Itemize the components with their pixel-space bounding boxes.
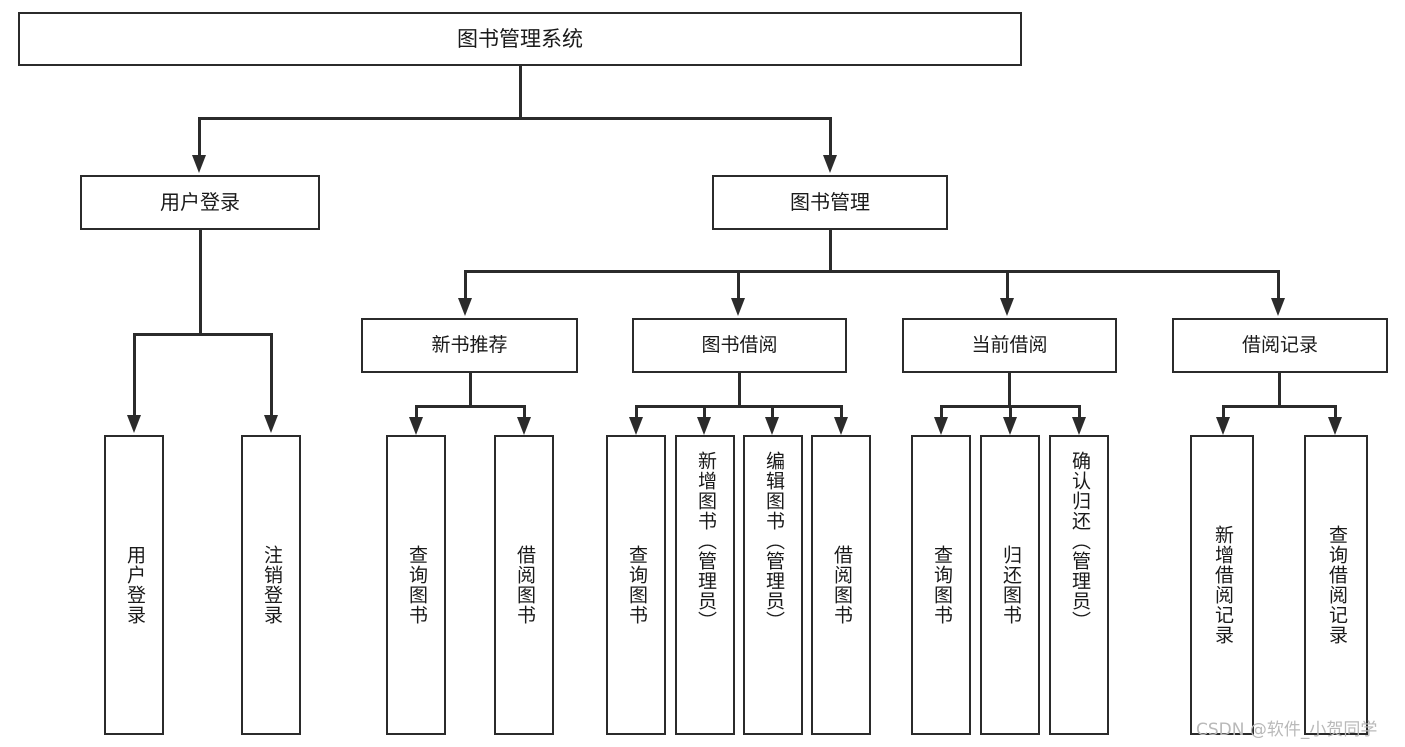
leaf-label: 用户登录 bbox=[123, 545, 146, 625]
node-label: 图书管理 bbox=[790, 190, 870, 214]
leaf-label: 查询借阅记录 bbox=[1325, 525, 1348, 645]
leaf-label: 新增借阅记录 bbox=[1211, 525, 1234, 645]
connector-borrow-record-bus bbox=[1222, 405, 1336, 408]
connector-to-book-borrow bbox=[737, 270, 740, 300]
leaf-label: 注销登录 bbox=[260, 545, 283, 625]
connector-user-login-leaf-1 bbox=[133, 333, 136, 417]
node-user-login[interactable]: 用户登录 bbox=[80, 175, 320, 230]
leaf-bb-borrow-book[interactable]: 借阅图书 bbox=[811, 435, 871, 735]
connector-book-management-stem bbox=[829, 230, 832, 272]
connector-new-book-recommend-bus bbox=[415, 405, 525, 408]
leaf-nbr-borrow-book[interactable]: 借阅图书 bbox=[494, 435, 554, 735]
connector-current-borrow-stem bbox=[1008, 373, 1011, 407]
arrowhead-bb-leaf-1 bbox=[629, 417, 643, 435]
arrowhead-nbr-leaf-1 bbox=[409, 417, 423, 435]
arrowhead-to-borrow-record bbox=[1271, 298, 1285, 316]
leaf-label: 借阅图书 bbox=[830, 545, 853, 625]
node-label: 用户登录 bbox=[160, 190, 240, 214]
connector-nbr-leaf-1 bbox=[415, 405, 418, 419]
arrowhead-to-user-login bbox=[192, 155, 206, 173]
connector-to-borrow-record bbox=[1277, 270, 1280, 300]
leaf-label: 归还图书 bbox=[999, 545, 1022, 625]
leaf-label: 查询图书 bbox=[930, 545, 953, 625]
leaf-cb-query-book[interactable]: 查询图书 bbox=[911, 435, 971, 735]
leaf-user-login[interactable]: 用户登录 bbox=[104, 435, 164, 735]
csdn-watermark: CSDN @软件_小贺同学 bbox=[1196, 720, 1378, 740]
leaf-label: 借阅图书 bbox=[513, 545, 536, 625]
leaf-label: 查询图书 bbox=[625, 545, 648, 625]
leaf-br-query-record[interactable]: 查询借阅记录 bbox=[1304, 435, 1368, 735]
leaf-logout[interactable]: 注销登录 bbox=[241, 435, 301, 735]
connector-user-login-leaf-2 bbox=[270, 333, 273, 417]
leaf-bb-query-book[interactable]: 查询图书 bbox=[606, 435, 666, 735]
connector-cb-leaf-1 bbox=[940, 405, 943, 419]
connector-new-book-recommend-stem bbox=[469, 373, 472, 407]
arrowhead-to-new-book-recommend bbox=[458, 298, 472, 316]
connector-br-leaf-1 bbox=[1222, 405, 1225, 419]
node-root-book-management-system[interactable]: 图书管理系统 bbox=[18, 12, 1022, 66]
arrowhead-to-current-borrow bbox=[1000, 298, 1014, 316]
node-label: 图书借阅 bbox=[701, 333, 778, 356]
arrowhead-br-leaf-2 bbox=[1328, 417, 1342, 435]
connector-bb-leaf-3 bbox=[771, 405, 774, 419]
connector-user-login-stem bbox=[199, 230, 202, 334]
leaf-label: 确认归还（管理员） bbox=[1068, 451, 1091, 631]
connector-to-current-borrow bbox=[1006, 270, 1009, 300]
leaf-label: 新增图书（管理员） bbox=[694, 451, 717, 631]
arrowhead-to-book-borrow bbox=[731, 298, 745, 316]
connector-book-borrow-stem bbox=[738, 373, 741, 407]
leaf-cb-return-book[interactable]: 归还图书 bbox=[980, 435, 1040, 735]
node-book-borrow[interactable]: 图书借阅 bbox=[632, 318, 847, 373]
node-new-book-recommend[interactable]: 新书推荐 bbox=[361, 318, 578, 373]
arrowhead-cb-leaf-3 bbox=[1072, 417, 1086, 435]
arrowhead-user-login-leaf-2 bbox=[264, 415, 278, 433]
node-current-borrow[interactable]: 当前借阅 bbox=[902, 318, 1117, 373]
arrowhead-user-login-leaf-1 bbox=[127, 415, 141, 433]
connector-root-stem bbox=[519, 66, 522, 118]
leaf-label: 查询图书 bbox=[405, 545, 428, 625]
connector-cb-leaf-3 bbox=[1078, 405, 1081, 419]
leaf-label: 编辑图书（管理员） bbox=[762, 451, 785, 631]
node-borrow-record[interactable]: 借阅记录 bbox=[1172, 318, 1388, 373]
arrowhead-br-leaf-1 bbox=[1216, 417, 1230, 435]
node-book-management[interactable]: 图书管理 bbox=[712, 175, 948, 230]
arrowhead-bb-leaf-3 bbox=[765, 417, 779, 435]
arrowhead-to-book-management bbox=[823, 155, 837, 173]
connector-book-borrow-bus bbox=[635, 405, 842, 408]
leaf-bb-edit-book-admin[interactable]: 编辑图书（管理员） bbox=[743, 435, 803, 735]
leaf-cb-confirm-return-admin[interactable]: 确认归还（管理员） bbox=[1049, 435, 1109, 735]
arrowhead-cb-leaf-2 bbox=[1003, 417, 1017, 435]
connector-user-login-bus bbox=[133, 333, 272, 336]
connector-root-bus bbox=[198, 117, 831, 120]
connector-bb-leaf-4 bbox=[840, 405, 843, 419]
connector-borrow-record-stem bbox=[1278, 373, 1281, 407]
leaf-br-add-record[interactable]: 新增借阅记录 bbox=[1190, 435, 1254, 735]
node-label: 图书管理系统 bbox=[457, 26, 583, 51]
connector-root-to-book-management bbox=[829, 117, 832, 157]
node-label: 借阅记录 bbox=[1241, 333, 1318, 356]
connector-nbr-leaf-2 bbox=[523, 405, 526, 419]
leaf-nbr-query-book[interactable]: 查询图书 bbox=[386, 435, 446, 735]
connector-cb-leaf-2 bbox=[1009, 405, 1012, 419]
arrowhead-nbr-leaf-2 bbox=[517, 417, 531, 435]
connector-br-leaf-2 bbox=[1334, 405, 1337, 419]
connector-bb-leaf-2 bbox=[703, 405, 706, 419]
connector-book-management-bus bbox=[464, 270, 1280, 273]
arrowhead-bb-leaf-2 bbox=[697, 417, 711, 435]
connector-to-new-book-recommend bbox=[464, 270, 467, 300]
node-label: 新书推荐 bbox=[431, 333, 508, 356]
connector-bb-leaf-1 bbox=[635, 405, 638, 419]
node-label: 当前借阅 bbox=[971, 333, 1048, 356]
connector-root-to-user-login bbox=[198, 117, 201, 157]
arrowhead-cb-leaf-1 bbox=[934, 417, 948, 435]
leaf-bb-add-book-admin[interactable]: 新增图书（管理员） bbox=[675, 435, 735, 735]
arrowhead-bb-leaf-4 bbox=[834, 417, 848, 435]
